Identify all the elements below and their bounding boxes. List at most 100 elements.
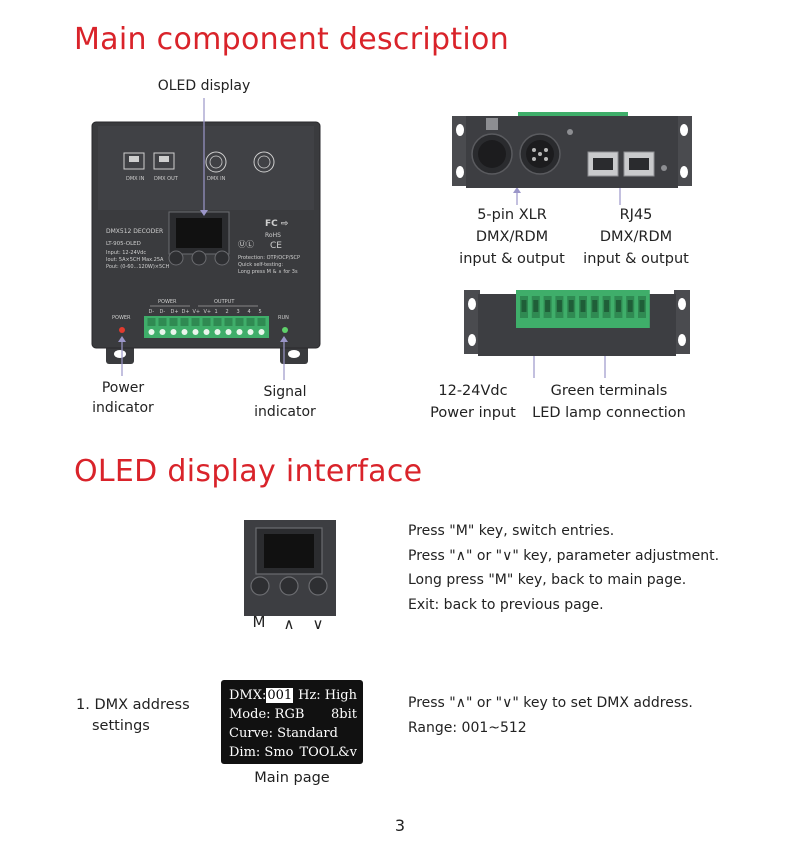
instruction-line: Press "∧" or "∨" key, parameter adjustme… (408, 547, 720, 564)
callout-line: RJ45 (619, 207, 653, 223)
xlr-callout: 5-pin XLR DMX/RDM input & output (452, 204, 572, 270)
m-key-label: M (252, 613, 266, 631)
terminal-hole (159, 329, 166, 335)
terminal-screw (191, 318, 200, 326)
terminal-slot-inner (592, 300, 598, 312)
instruction-line: Long press "M" key, back to main page. (408, 572, 687, 588)
terminal-hole (236, 329, 243, 335)
curve-value: Curve: Standard (229, 726, 338, 741)
bit-value: 8bit (331, 707, 357, 722)
callout-line: indicator (254, 404, 316, 420)
screen-row-3: Curve: Standard (229, 724, 357, 743)
callout-line: 12-24Vdc (438, 383, 508, 399)
oled-display-callout: OLED display (157, 78, 251, 94)
setting-title: 1. DMX address settings (76, 695, 206, 737)
callout-line: Power input (430, 405, 516, 421)
dmx-in2-label: DMX IN (207, 176, 226, 182)
terminal-label: D+ (182, 309, 190, 315)
oled-title: OLED display interface (74, 454, 423, 489)
callout-line: Green terminals (550, 383, 668, 399)
terminal-hole (225, 329, 232, 335)
terminal-hole (192, 329, 199, 335)
hz-value: Hz: High (298, 688, 357, 703)
terminal-hole (258, 329, 265, 335)
callout-line: Signal (263, 384, 307, 400)
model-header: DMX512 DECODER (106, 228, 163, 235)
long-press-text: Long press M & ∧ for 3s (238, 269, 298, 275)
screen-row-4: Dim: Smo TOOL&v (229, 743, 357, 762)
down-key[interactable] (308, 576, 328, 596)
instruction-line: Press "M" key, switch entries. (408, 523, 615, 539)
terminal-label: D- (149, 309, 155, 315)
terminal-screw (257, 318, 266, 326)
terminal-slot-inner (533, 300, 539, 312)
decoder-front-photo: DMX IN DMX OUT DMX IN DMX512 DECODER LT-… (90, 120, 322, 370)
fcc-mark: FC ⇨ (265, 219, 289, 229)
oled-panel-photo (244, 520, 336, 616)
main-page-screen: DMX:001 Hz: High Mode: RGB 8bit Curve: S… (221, 680, 363, 764)
terminal-label: 5 (259, 309, 262, 315)
callout-line: input & output (583, 251, 689, 267)
quick-test-text: Quick self-testing: (238, 262, 283, 268)
green-terminals-callout: Green terminals LED lamp connection (526, 380, 692, 424)
dmx-out-label: DMX OUT (154, 176, 179, 182)
terminal-screw (169, 318, 178, 326)
page-number: 3 (394, 816, 406, 835)
callout-line: indicator (92, 400, 154, 416)
power-led (119, 327, 125, 333)
terminal-power-label: POWER (158, 299, 177, 305)
instruction-line: Exit: back to previous page. (408, 596, 604, 613)
terminal-output-label: OUTPUT (214, 299, 235, 305)
decoder-top-photo (452, 112, 692, 194)
spec-iout: Iout: 5A×5CH Max.25A (106, 257, 164, 263)
terminal-slot-inner (545, 300, 551, 312)
up-key[interactable] (279, 576, 299, 596)
decoder-bottom-photo (464, 286, 690, 358)
setting-description: Press "∧" or "∨" key to set DMX address.… (408, 691, 768, 740)
run-led (282, 327, 288, 333)
terminal-screw (235, 318, 244, 326)
tool-value: TOOL&v (299, 745, 357, 760)
dmx-in-label: DMX IN (126, 176, 145, 182)
screen-row-2: Mode: RGB 8bit (229, 705, 357, 724)
mode-value: Mode: RGB (229, 707, 305, 722)
terminal-hole (214, 329, 221, 335)
power-input-callout: 12-24Vdc Power input (420, 380, 526, 424)
terminal-slot-inner (580, 300, 586, 312)
spec-input: Input: 12-24Vdc (106, 250, 146, 256)
terminal-screw (158, 318, 167, 326)
rohs-mark: RoHS (265, 232, 281, 239)
ul-mark: ⓊⓁ (238, 240, 254, 249)
terminal-screw (246, 318, 255, 326)
up-key-label: ∧ (283, 615, 295, 633)
key-instructions: Press "M" key, switch entries. Press "∧"… (408, 519, 768, 617)
dmx-address-value[interactable]: 001 (266, 688, 294, 703)
protection-text: Protection: OTP/OCP/SCP (238, 255, 300, 261)
terminal-label: D+ (171, 309, 179, 315)
terminal-label: V+ (193, 309, 201, 315)
ce-mark: CE (270, 241, 282, 251)
terminal-screw (224, 318, 233, 326)
dim-value: Dim: Smo (229, 745, 294, 760)
terminal-hole (148, 329, 155, 335)
terminal-hole (203, 329, 210, 335)
callout-line: LED lamp connection (532, 405, 686, 421)
callout-line: Power (101, 380, 145, 396)
terminal-hole (170, 329, 177, 335)
terminal-label: 1 (215, 309, 218, 315)
m-key[interactable] (250, 576, 270, 596)
screen-row-1: DMX:001 Hz: High (229, 686, 357, 705)
callout-line: DMX/RDM (599, 229, 673, 245)
components-title: Main component description (74, 22, 510, 57)
terminal-label: D- (160, 309, 166, 315)
setting-desc-line: Press "∧" or "∨" key to set DMX address. (408, 695, 693, 711)
callout-line: DMX/RDM (475, 229, 549, 245)
terminal-slot-inner (615, 300, 621, 312)
model-name: LT-905-OLED (106, 241, 141, 247)
terminal-screw (180, 318, 189, 326)
terminal-slot-inner (627, 300, 633, 312)
terminal-slot-inner (568, 300, 574, 312)
callout-line: input & output (459, 251, 565, 267)
terminal-slot-inner (556, 300, 562, 312)
terminal-screw (147, 318, 156, 326)
